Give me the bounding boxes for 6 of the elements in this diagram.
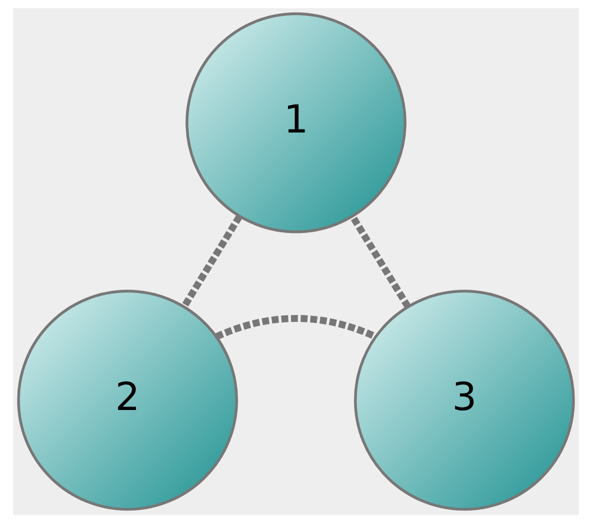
connector <box>349 214 410 309</box>
node-circle: 3 <box>353 290 574 511</box>
connector <box>214 315 376 340</box>
node-circle: 1 <box>185 12 406 234</box>
connector <box>180 214 242 309</box>
node-circle: 2 <box>16 290 238 511</box>
